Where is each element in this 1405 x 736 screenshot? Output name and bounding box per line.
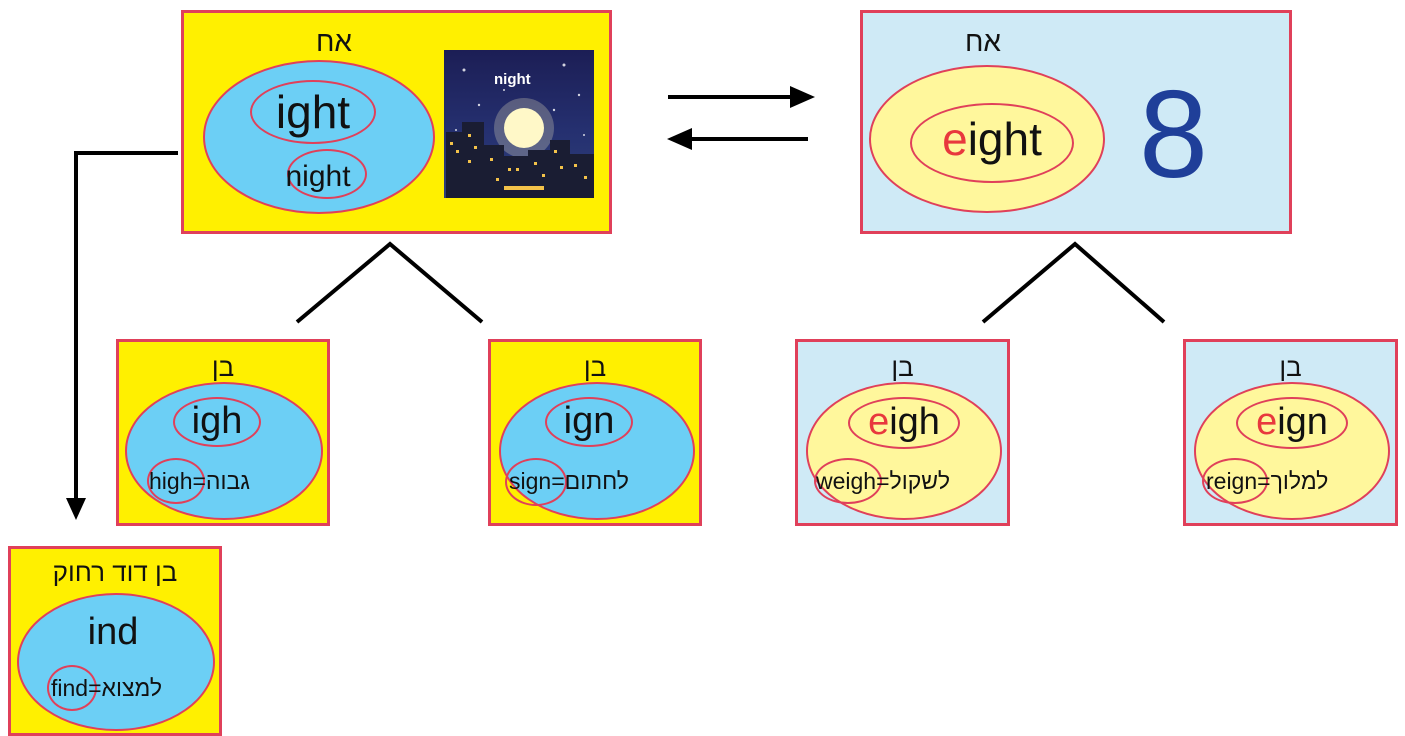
example-ring: [147, 458, 205, 504]
tree-branch-left: [295, 241, 484, 324]
main-word: eigh: [848, 403, 960, 441]
image-caption: night: [494, 71, 531, 88]
example-word: sign: [509, 468, 552, 494]
example-ring: [505, 458, 567, 506]
example-word: high: [149, 468, 193, 494]
example-word: reign: [1206, 468, 1258, 494]
cousin-title: בן דוד רחוק: [52, 557, 178, 587]
night-city-image: night: [444, 50, 594, 198]
main-word: ign: [563, 400, 615, 442]
arrow-right-head: [790, 86, 815, 108]
main-word: igh: [191, 400, 243, 442]
example-translation: =למצוא: [88, 675, 163, 701]
child-box-ign: בן ign sign=לחתום: [488, 339, 702, 526]
cousin-oval: [17, 593, 215, 731]
example-word: weigh: [816, 468, 877, 494]
child-box-eigh: בן eigh weigh=לשקול: [795, 339, 1010, 526]
main-word: eign: [1236, 403, 1348, 441]
word-ring: [173, 397, 261, 447]
example-ring: [47, 665, 97, 711]
example-ring: [287, 149, 367, 199]
word-ring: [545, 397, 633, 447]
example-line: reign=למלוך: [1206, 470, 1328, 493]
word-ring: [848, 397, 960, 449]
example-translation: =לחתום: [551, 468, 629, 494]
arrow-left-head: [667, 128, 692, 150]
word-ring: [910, 103, 1074, 183]
main-word: ight: [275, 86, 351, 138]
word-ring: [1236, 397, 1348, 449]
main-word-rest: ight: [967, 113, 1042, 165]
main-word-rest: igh: [889, 401, 940, 443]
main-word: ind: [87, 611, 139, 653]
example-line: sign=לחתום: [509, 470, 629, 493]
example-ring: [1202, 458, 1268, 504]
example-word: find: [51, 675, 89, 701]
example-line: high=גבוה: [149, 470, 250, 493]
child-box-eign: בן eign reign=למלוך: [1183, 339, 1398, 526]
example-ring: [814, 458, 882, 504]
parent-box-ight: אח ight night: [181, 10, 612, 234]
child-title: בן: [211, 352, 235, 382]
child-title: בן: [583, 352, 607, 382]
word-ring: [250, 80, 376, 144]
main-word-first-letter: e: [868, 401, 890, 443]
main-word-first-letter: e: [1256, 401, 1278, 443]
parent-title: אח: [315, 26, 352, 57]
example-line: find=למצוא: [51, 677, 162, 700]
example-translation: =לשקול: [876, 468, 951, 494]
cousin-arrow-head: [66, 498, 86, 520]
main-word-rest: ign: [1277, 401, 1328, 443]
child-box-igh: בן igh high=גבוה: [116, 339, 330, 526]
night-scene: [446, 63, 594, 198]
main-word-first-letter: e: [942, 113, 968, 165]
child-title: בן: [1279, 352, 1302, 382]
example-translation: =למלוך: [1257, 468, 1329, 494]
parent-title: אח: [964, 26, 1001, 57]
example-word: night: [285, 160, 351, 193]
cousin-box-ind: בן דוד רחוק ind find=למצוא: [8, 546, 222, 736]
example-translation: =גבוה: [192, 468, 250, 494]
tree-branch-right: [981, 241, 1166, 324]
cousin-arrow-line: [74, 151, 178, 505]
child-title: בן: [891, 352, 914, 382]
example-line: weigh=לשקול: [816, 470, 950, 493]
digit-eight: 8: [1139, 66, 1208, 204]
parent-box-eight: אח eight 8: [860, 10, 1292, 234]
main-word: eight: [919, 116, 1065, 162]
